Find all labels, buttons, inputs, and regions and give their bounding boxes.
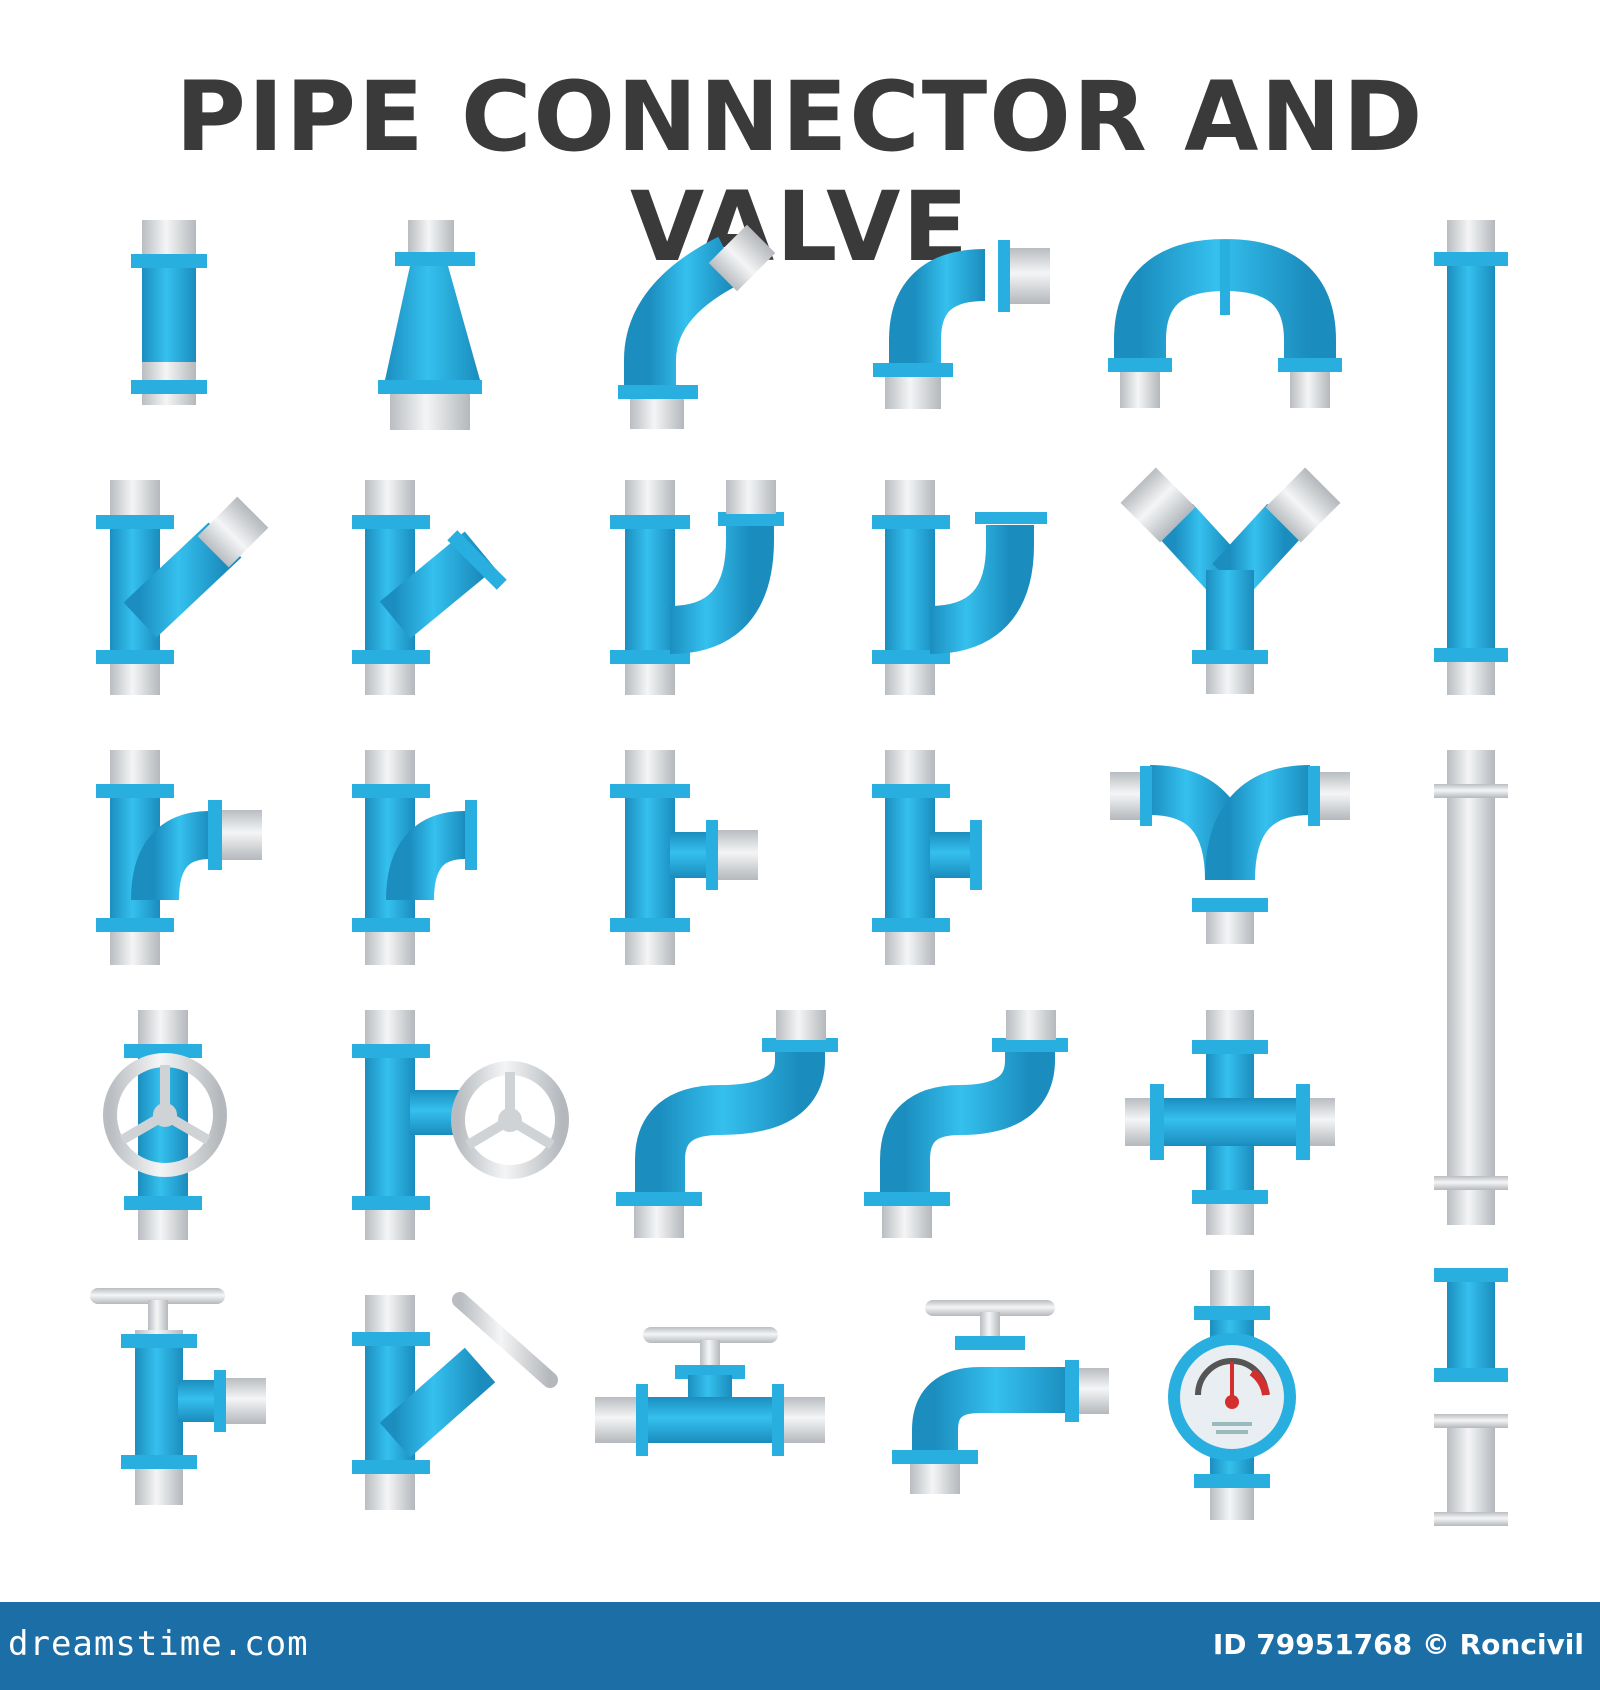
tee-bolted-icon (872, 750, 982, 965)
image-id-credit: ID 79951768 © Roncivil (1213, 1628, 1584, 1661)
wye-flanged-icon (96, 480, 269, 695)
wye-valve-icon (352, 1292, 558, 1510)
tee-sweep-bolted-icon (352, 750, 477, 965)
long-straight-pipe-icon (1434, 220, 1508, 695)
id-number: 79951768 (1256, 1628, 1413, 1661)
long-gray-pipe-icon (1434, 750, 1508, 1225)
copyright-icon: © (1421, 1628, 1450, 1661)
author-name: Roncivil (1459, 1628, 1584, 1661)
footer-bar: dreamstime.com ID 79951768 © Roncivil (0, 1602, 1600, 1690)
tee-sweep-icon (96, 750, 262, 965)
offset-bend-2-icon (864, 1010, 1068, 1238)
angle-valve-icon (90, 1288, 266, 1505)
sanitary-tee-bolted-icon (872, 480, 1047, 695)
pressure-gauge-icon (1168, 1270, 1296, 1520)
cross-icon (1125, 1010, 1335, 1235)
double-sweep-icon (1110, 765, 1350, 944)
straight-coupling-icon (131, 220, 207, 405)
pipe-icon-grid (90, 220, 1508, 1526)
u-bend-icon (1108, 238, 1342, 408)
site-logo[interactable]: dreamstime.com (8, 1624, 309, 1664)
tee-icon (610, 750, 758, 965)
y-connector-icon (1120, 467, 1341, 694)
page-title: PIPE CONNECTOR AND VALVE (175, 61, 1425, 283)
wye-double-bend-icon (610, 480, 784, 695)
wye-bolted-icon (352, 480, 507, 695)
gate-valve-icon (595, 1327, 825, 1456)
90-degree-elbow-icon (873, 240, 1050, 409)
inline-gate-valve-icon (103, 1010, 227, 1240)
offset-bend-icon (616, 1010, 838, 1238)
id-label: ID (1212, 1628, 1247, 1661)
short-pipes-icon (1434, 1268, 1508, 1526)
45-degree-elbow-icon (618, 224, 776, 429)
tee-with-valve-icon (352, 1010, 569, 1240)
reducer-icon (378, 220, 482, 430)
faucet-icon (892, 1300, 1109, 1494)
